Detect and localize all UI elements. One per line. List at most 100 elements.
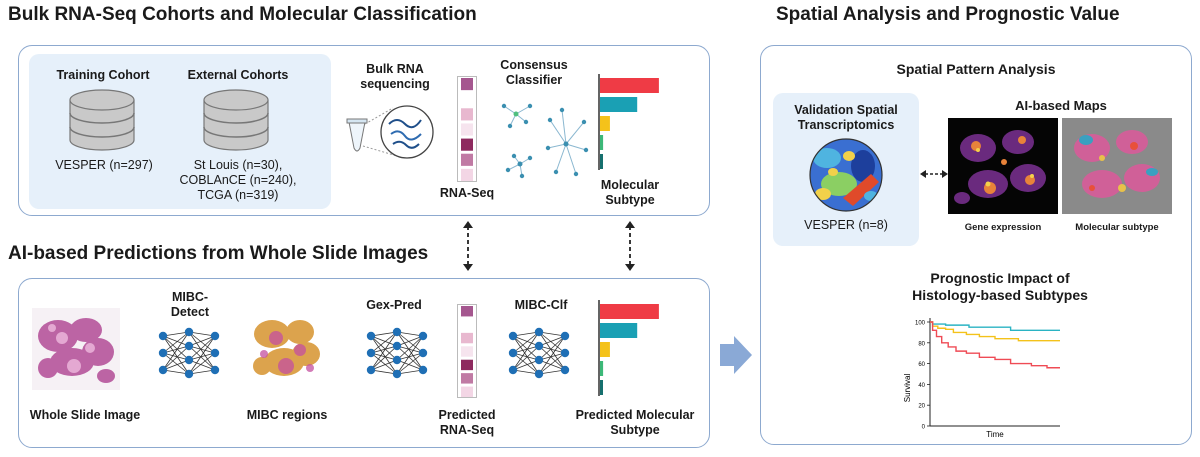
network-edge [370,335,398,347]
network-edge [538,331,566,354]
heatmap-cell [461,168,473,181]
network-edge [162,331,190,354]
rnaseq-label: RNA-Seq [439,186,495,200]
y-tick-label: 80 [918,341,925,347]
network-edge [188,345,216,354]
gexpred-label: Gex-Pred [366,298,422,312]
subtype-bar [600,116,610,131]
network-edge [396,331,424,337]
network-edge [538,331,566,337]
network-edge [162,335,190,375]
heatmap-frame [457,76,477,182]
network-edge [370,331,398,337]
network-node [560,331,570,341]
bulk-section-title: Bulk RNA-Seq Cohorts and Molecular Class… [8,4,477,25]
gexpred-network-icon [366,327,428,379]
network-edge [538,335,566,361]
network-node [184,341,194,351]
network-edge [396,352,424,361]
network-node [366,348,376,358]
subtype-bar [600,304,659,319]
subtype-bar [600,78,659,93]
mibc-clf-network-icon [508,327,570,379]
heatmap-frame [457,304,477,398]
network-node [534,341,544,351]
network-edge [512,345,540,371]
ai-section-title: AI-based Predictions from Whole Slide Im… [8,243,429,264]
y-tick-label: 100 [915,321,926,327]
network-edge [512,335,540,375]
validation-line2: Transcriptomics [797,118,895,132]
network-node [508,365,518,375]
network-node [534,355,544,365]
predicted-subtype-bars [598,300,659,396]
network-node [392,355,402,365]
heatmap-cell [461,306,473,317]
x-axis-label: Time [986,430,1004,439]
molecular-subtype-bars [598,74,659,170]
molecular-subtype-label: Molecular subtype [1075,222,1159,233]
y-axis-label: Survival [903,374,912,403]
heatmap-cell [461,108,473,121]
mibc-regions-label: MIBC regions [246,408,328,422]
network-edge [188,331,216,354]
network-node [366,365,376,375]
spatial-link-arrow [920,170,948,178]
network-edge [396,345,424,371]
sequencing-tube-icon [346,105,434,159]
predicted-rnaseq-heatmap [457,304,477,398]
heatmap-cell [461,319,473,330]
network-edge [396,335,424,361]
validation-line1: Validation Spatial [794,103,898,117]
network-node [392,341,402,351]
pattern-title: Spatial Pattern Analysis [896,61,1056,77]
network-node [508,331,518,341]
subtype-line2: Subtype [605,193,655,207]
network-edge [512,359,540,371]
network-node [418,331,428,341]
heatmap-cell [461,386,473,397]
network-node [560,348,570,358]
network-edge [188,345,216,371]
prognostic-line1: Prognostic Impact of [930,270,1070,286]
pred-sub-line1: Predicted Molecular [575,408,695,422]
network-edge [370,335,398,361]
consensus-cluster-icon [501,103,589,179]
heatmap-cell [461,138,473,151]
network-node [534,369,544,379]
pred-rna-line2: RNA-Seq [439,423,495,437]
network-node [184,355,194,365]
network-edge [538,369,566,375]
network-edge [538,345,566,354]
network-edge [370,359,398,371]
training-cohort-label: Training Cohort [56,68,150,82]
whole-slide-image [32,308,120,390]
heatmap-cell [461,123,473,136]
y-tick-label: 60 [918,362,925,368]
survival-curve [930,321,1060,369]
network-edge [396,335,424,347]
network-edge [162,335,190,347]
prognostic-line2: Histology-based Subtypes [912,287,1088,303]
network-node [560,365,570,375]
network-node [508,348,518,358]
heatmap-cell [461,346,473,357]
bulk-seq-line2: sequencing [360,77,430,91]
training-cohort-name: VESPER (n=297) [55,158,153,172]
subtype-link-arrow [625,221,635,271]
network-edge [188,331,216,337]
network-edge [188,359,216,371]
validation-cohort: VESPER (n=8) [804,218,888,232]
pred-rna-line1: Predicted [438,408,496,422]
network-edge [512,335,540,361]
network-edge [188,335,216,347]
network-node [418,348,428,358]
network-edge [512,345,540,354]
subtype-bar [600,154,603,169]
subtype-bar [600,135,604,150]
network-edge [370,331,398,354]
flow-arrow-icon [720,336,752,374]
network-edge [396,359,424,371]
spatial-transcriptomics-image [809,138,883,212]
